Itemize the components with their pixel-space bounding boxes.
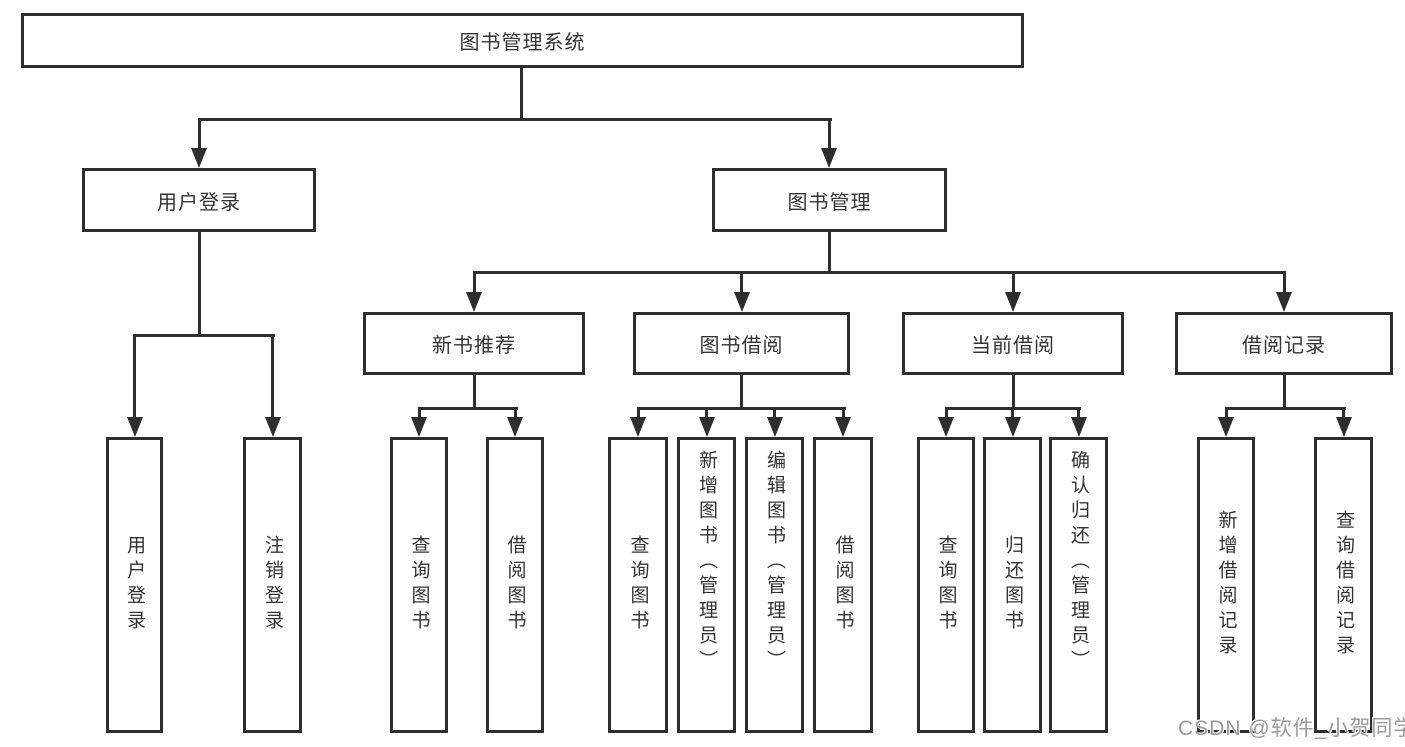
node-root-system: 图书管理系统 [21,13,1024,68]
arrowhead-down-icon [767,417,783,437]
connector-line [473,271,1286,274]
connector-line [1012,375,1015,410]
connector-line [705,407,708,419]
connector-line [133,334,136,419]
node-borrowing-records: 借阅记录 [1175,312,1393,375]
node-borrowing-records-label: 借阅记录 [1242,335,1326,357]
arrowhead-down-icon [835,417,851,437]
connector-line [1342,407,1345,419]
arrowhead-down-icon [411,417,427,437]
connector-line [828,118,831,152]
connector-line [198,232,201,336]
node-book-management-module: 图书管理 [712,168,947,232]
connector-line [473,271,476,294]
arrowhead-down-icon [265,417,281,437]
leaf-borrow-books-recommend: 借阅图书 [486,437,544,733]
node-current-borrowing: 当前借阅 [902,312,1124,375]
connector-line [198,118,201,152]
connector-line [520,68,523,120]
arrowhead-down-icon [821,148,837,168]
leaf-query-books-borrowing-label: 查询图书 [627,535,649,635]
connector-line [1012,271,1015,294]
leaf-query-books-current: 查询图书 [917,437,975,733]
node-new-book-recommend: 新书推荐 [363,312,585,375]
connector-line [740,375,743,410]
leaf-borrow-books-recommend-label: 借阅图书 [504,535,526,635]
arrowhead-down-icon [938,417,954,437]
arrowhead-down-icon [1005,417,1021,437]
arrowhead-down-icon [191,148,207,168]
leaf-add-borrow-record-label: 新增借阅记录 [1215,510,1237,660]
node-current-borrowing-label: 当前借阅 [971,335,1055,357]
leaf-confirm-return-admin: 确认归还（管理员） [1049,437,1108,733]
connector-line [514,407,517,419]
connector-line [271,334,274,419]
arrowhead-down-icon [699,417,715,437]
leaf-logout-label: 注销登录 [262,535,283,635]
connector-line [842,407,845,419]
leaf-query-borrow-record-label: 查询借阅记录 [1333,510,1354,660]
connector-line [418,407,421,419]
arrowhead-down-icon [127,417,143,437]
arrowhead-down-icon [466,292,482,312]
leaf-add-book-admin-label: 新增图书（管理员） [696,450,717,675]
connector-line [740,271,743,294]
leaf-add-book-admin: 新增图书（管理员） [677,437,736,733]
connector-line [637,407,846,410]
arrowhead-down-icon [630,417,646,437]
connector-line [473,375,476,410]
leaf-confirm-return-admin-label: 确认归还（管理员） [1068,450,1089,675]
connector-line [1225,407,1346,410]
connector-line [133,334,275,337]
node-user-login-module-label: 用户登录 [157,191,241,214]
connector-line [1283,375,1286,410]
connector-line [1077,407,1080,419]
leaf-return-book-label: 归还图书 [1002,535,1023,635]
leaf-borrow-books-borrowing: 借阅图书 [813,437,873,733]
connector-line [1011,407,1014,419]
connector-line [418,407,518,410]
csdn-watermark: CSDN @软件_小贺同学 [1178,717,1405,740]
arrowhead-down-icon [1336,417,1352,437]
leaf-user-login: 用户登录 [106,437,163,733]
leaf-logout: 注销登录 [243,437,302,733]
leaf-query-books-current-label: 查询图书 [935,535,957,635]
leaf-user-login-label: 用户登录 [124,535,145,635]
leaf-edit-book-admin-label: 编辑图书（管理员） [764,450,785,675]
leaf-query-books-recommend: 查询图书 [390,437,448,733]
node-root-system-label: 图书管理系统 [459,32,586,54]
arrowhead-down-icon [1276,292,1292,312]
connector-line [1225,407,1228,419]
arrowhead-down-icon [734,292,750,312]
leaf-return-book: 归还图书 [983,437,1042,733]
node-book-borrowing-label: 图书借阅 [699,335,784,357]
connector-line [773,407,776,419]
leaf-edit-book-admin: 编辑图书（管理员） [745,437,804,733]
arrowhead-down-icon [1071,417,1087,437]
node-book-borrowing: 图书借阅 [633,312,850,375]
node-book-management-module-label: 图书管理 [787,191,872,214]
connector-line [1283,271,1286,294]
leaf-borrow-books-borrowing-label: 借阅图书 [832,535,854,635]
leaf-query-borrow-record: 查询借阅记录 [1314,437,1373,733]
node-user-login-module: 用户登录 [82,168,316,232]
connector-line [637,407,640,419]
arrowhead-down-icon [1005,292,1021,312]
connector-line [198,118,832,121]
arrowhead-down-icon [1218,417,1234,437]
leaf-add-borrow-record: 新增借阅记录 [1197,437,1255,733]
leaf-query-books-borrowing: 查询图书 [608,437,668,733]
leaf-query-books-recommend-label: 查询图书 [408,535,430,635]
node-new-book-recommend-label: 新书推荐 [432,335,516,357]
connector-line [945,407,948,419]
arrowhead-down-icon [507,417,523,437]
connector-line [828,232,831,273]
